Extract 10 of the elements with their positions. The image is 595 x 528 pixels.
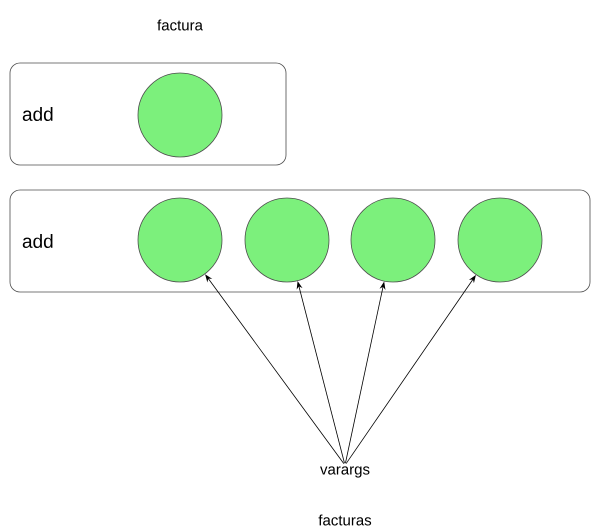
ball-circle	[138, 198, 222, 282]
ball-circle	[138, 72, 222, 158]
ball-circle	[350, 198, 436, 282]
caption-text: facturas	[318, 514, 372, 526]
caption-text: factura	[157, 20, 203, 30]
caption-text: varargs	[320, 466, 370, 478]
container-box: add	[10, 62, 286, 166]
ball-circle	[458, 198, 542, 282]
ball-circle	[244, 198, 330, 282]
container-box: add	[10, 190, 590, 292]
